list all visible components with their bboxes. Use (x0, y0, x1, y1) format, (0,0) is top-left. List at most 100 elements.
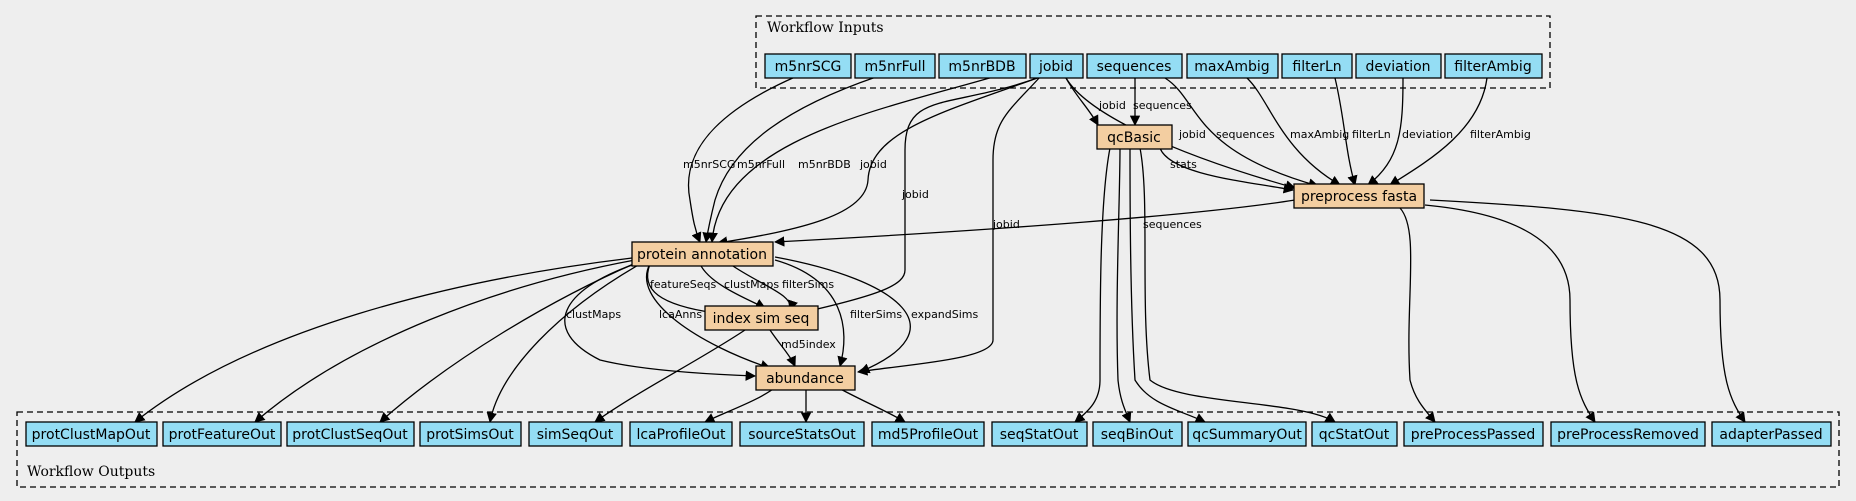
label-expandsims: expandSims (911, 308, 979, 321)
output-lcaprofileout[interactable]: lcaProfileOut (629, 421, 733, 447)
edge-preprocess-protein (773, 199, 1296, 247)
input-m5nrscg[interactable]: m5nrSCG (764, 53, 852, 79)
output-md5profileout[interactable]: md5ProfileOut (871, 421, 985, 447)
label-filtersims-idx: filterSims (782, 278, 834, 291)
workflow-outputs-title: Workflow Outputs (27, 464, 155, 480)
input-sequences[interactable]: sequences (1086, 53, 1183, 79)
workflow-inputs-cluster: Workflow Inputs (755, 15, 1551, 89)
output-sourcestatsout[interactable]: sourceStatsOut (739, 421, 865, 447)
label-featureseqs: featureSeqs (650, 278, 716, 291)
input-sequences-label: sequences (1097, 59, 1172, 75)
output-preprocesspassed[interactable]: preProcessPassed (1403, 421, 1544, 447)
output-preprocessremoved-label: preProcessRemoved (1557, 427, 1699, 443)
step-index-sim-seq[interactable]: index sim seq (704, 305, 819, 331)
label-clustmaps-idx: clustMaps (724, 278, 779, 291)
label-jobid-preprocess: jobid (1178, 128, 1206, 141)
output-simseqout-label: simSeqOut (537, 427, 614, 443)
label-jobid-indexsimseq: jobid (901, 188, 929, 201)
input-filterln-label: filterLn (1292, 59, 1341, 75)
output-protsimsout[interactable]: protSimsOut (419, 421, 522, 447)
edges (134, 76, 1746, 424)
edge-protein-abundance-filtersims (774, 259, 848, 368)
edge-filterambig-preprocess (1389, 77, 1488, 186)
label-sequences-qcbasic: sequences (1133, 99, 1192, 112)
input-filterln[interactable]: filterLn (1281, 53, 1353, 79)
output-adapterpassed[interactable]: adapterPassed (1711, 421, 1832, 447)
input-maxambig-label: maxAmbig (1194, 59, 1269, 75)
label-maxambig: maxAmbig (1290, 128, 1349, 141)
output-seqbinout[interactable]: seqBinOut (1092, 421, 1183, 447)
output-seqstatout-label: seqStatOut (1000, 427, 1079, 443)
label-filtersims-abd: filterSims (850, 308, 902, 321)
edge-m5nrfull-protein (702, 76, 877, 244)
step-index-sim-seq-label: index sim seq (713, 311, 810, 327)
edge-m5nrscg-protein (687, 76, 796, 243)
input-maxambig[interactable]: maxAmbig (1186, 53, 1279, 79)
edge-preprocess-adapterpassed (1429, 199, 1746, 423)
output-seqbinout-label: seqBinOut (1101, 427, 1174, 443)
edge-qcbasic-preprocess (1159, 147, 1295, 194)
step-protein-annotation[interactable]: protein annotation (631, 241, 774, 267)
edge-labels: jobid sequences jobid sequences maxAmbig… (566, 99, 1531, 351)
output-adapterpassed-label: adapterPassed (1719, 427, 1822, 443)
edge-protein-protclustseqout (379, 261, 639, 423)
label-lcaanns: lcaAnns (659, 308, 702, 321)
edge-filterln-preprocess (1334, 77, 1358, 187)
step-preprocess-fasta[interactable]: preprocess fasta (1293, 183, 1425, 209)
step-preprocess-fasta-label: preprocess fasta (1301, 189, 1417, 205)
label-clustmaps-abd: clustMaps (566, 308, 621, 321)
edge-abundance-md5profileout (834, 385, 906, 423)
workflow-inputs-title: Workflow Inputs (767, 20, 884, 36)
label-jobid-abundance: jobid (992, 218, 1020, 231)
step-abundance[interactable]: abundance (755, 365, 856, 391)
output-nodes: protClustMapOut protFeatureOut protClust… (25, 421, 1832, 447)
edge-maxambig-preprocess (1246, 77, 1341, 186)
edge-deviation-preprocess (1367, 77, 1404, 186)
output-protfeatureout-label: protFeatureOut (169, 427, 276, 443)
edge-protein-abundance-clustmaps (564, 263, 757, 381)
input-m5nrscg-label: m5nrSCG (775, 59, 842, 75)
step-qcbasic[interactable]: qcBasic (1096, 124, 1173, 150)
edge-jobid-indexsimseq (798, 76, 1041, 317)
edge-protein-indexsimseq-featureseqs (646, 263, 717, 317)
input-jobid-label: jobid (1038, 59, 1073, 75)
output-protclustmapout-label: protClustMapOut (32, 427, 151, 443)
output-preprocessremoved[interactable]: preProcessRemoved (1550, 421, 1706, 447)
label-jobid-qcbasic: jobid (1098, 99, 1126, 112)
output-protfeatureout[interactable]: protFeatureOut (162, 421, 282, 447)
input-filterambig[interactable]: filterAmbig (1444, 53, 1543, 79)
label-sequences-preprocess: sequences (1216, 128, 1275, 141)
label-md5index: md5index (781, 338, 836, 351)
output-protclustseqout[interactable]: protClustSeqOut (286, 421, 415, 447)
edge-protein-protsimsout (486, 263, 641, 424)
edge-protein-protclustmapout (134, 257, 633, 423)
output-protsimsout-label: protSimsOut (426, 427, 514, 443)
label-m5nrbdb: m5nrBDB (798, 158, 851, 171)
edge-jobid-abundance (856, 76, 1041, 376)
output-qcsummaryout[interactable]: qcSummaryOut (1187, 421, 1307, 447)
input-deviation[interactable]: deviation (1355, 53, 1442, 79)
edge-protein-abundance-lcaanns (645, 263, 771, 371)
input-nodes: m5nrSCG m5nrFull m5nrBDB jobid sequences… (764, 53, 1543, 79)
output-preprocesspassed-label: preProcessPassed (1411, 427, 1536, 443)
edge-preprocess-preprocessremoved (1424, 204, 1596, 423)
step-nodes: qcBasic preprocess fasta protein annotat… (631, 124, 1425, 391)
output-protclustmapout[interactable]: protClustMapOut (25, 421, 158, 447)
edge-sequences-preprocess (1164, 77, 1320, 189)
input-jobid[interactable]: jobid (1029, 53, 1084, 79)
edge-indexsimseq-simseqout (594, 329, 746, 423)
label-sequences-protein: sequences (1143, 218, 1202, 231)
label-filterln: filterLn (1352, 128, 1391, 141)
output-seqstatout[interactable]: seqStatOut (991, 421, 1088, 447)
output-simseqout[interactable]: simSeqOut (528, 421, 623, 447)
input-m5nrfull-label: m5nrFull (864, 59, 925, 75)
output-qcstatout[interactable]: qcStatOut (1311, 421, 1398, 447)
label-filterambig: filterAmbig (1470, 128, 1531, 141)
label-stats: stats (1170, 158, 1197, 171)
label-m5nrfull: m5nrFull (737, 158, 785, 171)
input-m5nrbdb-label: m5nrBDB (948, 59, 1015, 75)
input-m5nrbdb[interactable]: m5nrBDB (938, 53, 1027, 79)
output-protclustseqout-label: protClustSeqOut (292, 427, 408, 443)
input-m5nrfull[interactable]: m5nrFull (854, 53, 936, 79)
output-qcsummaryout-label: qcSummaryOut (1192, 427, 1302, 443)
